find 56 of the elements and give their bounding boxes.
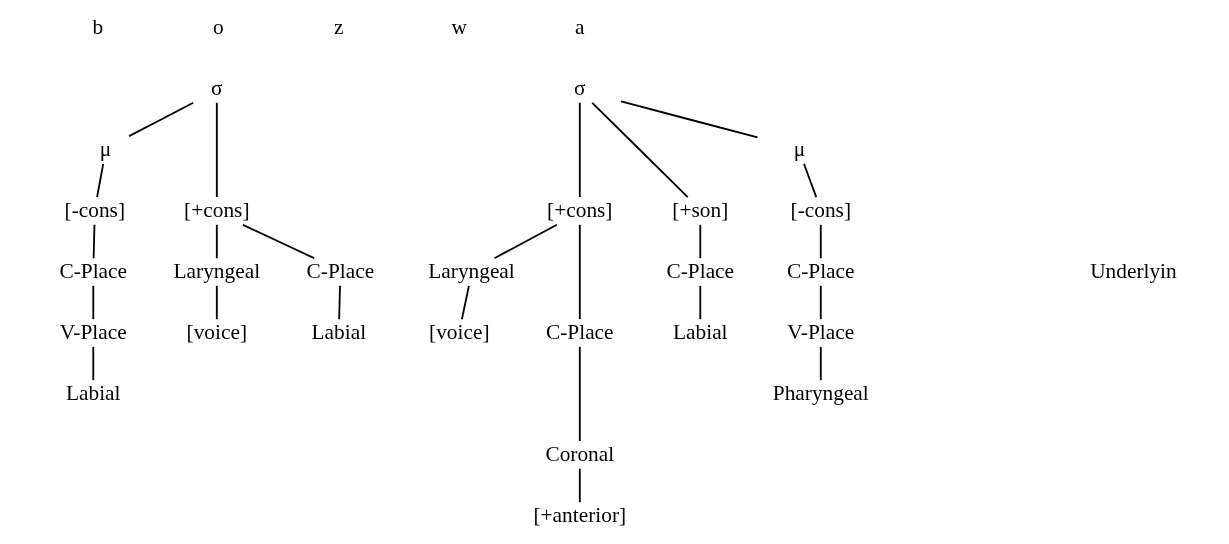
node-text: [+son] [672, 197, 729, 222]
label: Underlyin [1090, 258, 1177, 283]
connector [242, 223, 316, 260]
node-text: [+cons] [547, 197, 613, 222]
connector [338, 284, 341, 321]
connector [578, 101, 581, 198]
connector [215, 223, 218, 260]
node-text: C-Place [306, 258, 375, 283]
node-text: μ [99, 136, 112, 161]
connector [819, 345, 822, 382]
connector [819, 223, 822, 260]
node-text: Pharyngeal [772, 380, 869, 405]
connector [578, 467, 581, 504]
label: a [575, 14, 585, 39]
node-text: [+anterior] [533, 502, 627, 527]
connector [92, 223, 96, 260]
node-text: Labial [66, 380, 121, 405]
label: w [451, 14, 468, 39]
connector [699, 223, 702, 260]
node-text: Laryngeal [428, 258, 515, 283]
connector [578, 345, 581, 442]
connector [92, 284, 95, 321]
connector [819, 284, 822, 321]
node-text: Coronal [545, 441, 615, 466]
node-text: V-Place [59, 319, 127, 344]
node-text: σ [211, 75, 223, 100]
label: o [213, 14, 224, 39]
label: z [334, 14, 344, 39]
connector [493, 223, 558, 260]
node-text: C-Place [59, 258, 128, 283]
node-text: Laryngeal [173, 258, 261, 283]
connector [620, 100, 759, 139]
node-text: Labial [311, 319, 367, 344]
node-text: V-Place [787, 319, 855, 344]
label: b [92, 14, 104, 39]
connector [803, 162, 818, 199]
node-text: μ [793, 136, 806, 161]
node-text: [-cons] [64, 197, 126, 222]
node-text: C-Place [666, 258, 735, 283]
node-text: Labial [673, 319, 728, 344]
connector [578, 223, 581, 320]
connector [460, 284, 470, 321]
connector [96, 162, 105, 199]
connector [92, 345, 95, 382]
node-text: [+cons] [184, 197, 250, 222]
node-text: C-Place [786, 258, 855, 283]
node-text: σ [574, 75, 586, 100]
connector [591, 101, 689, 198]
connector [128, 101, 195, 138]
connector [699, 284, 702, 321]
node-text: [voice] [186, 319, 248, 344]
node-text: C-Place [546, 319, 614, 344]
connector [215, 284, 218, 321]
connector [215, 101, 218, 198]
node-text: [-cons] [790, 197, 851, 222]
node-text: [voice] [429, 319, 490, 344]
